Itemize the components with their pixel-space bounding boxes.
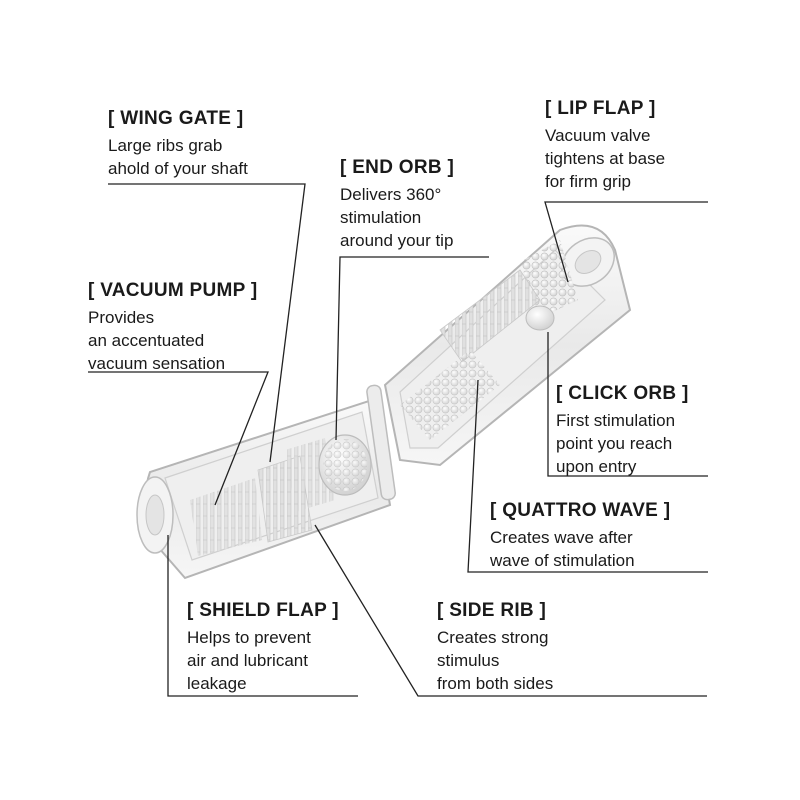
end-orb: [318, 434, 372, 496]
quattro-wave-line: wave of stimulation: [490, 551, 635, 570]
leader-lip-flap: [544, 201, 708, 283]
lip-flap-title: [ LIP FLAP ]: [545, 98, 656, 119]
vacuum-pump-line: vacuum sensation: [88, 354, 226, 373]
shield-flap-title: [ SHIELD FLAP ]: [187, 600, 339, 621]
end-orb-desc: Delivers 360° stimulation around your ti…: [340, 183, 454, 252]
click-orb: [525, 305, 555, 331]
callout-vacuum-pump: [ VACUUM PUMP ] Provides an accentuated …: [88, 280, 258, 375]
side-rib-title: [ SIDE RIB ]: [437, 600, 547, 621]
quattro-wave-desc: Creates wave after wave of stimulation: [490, 526, 670, 572]
lip-flap-line: for firm grip: [545, 172, 631, 191]
callout-wing-gate: [ WING GATE ] Large ribs grab ahold of y…: [108, 108, 248, 180]
end-orb-title: [ END ORB ]: [340, 157, 455, 178]
vacuum-pump-line: an accentuated: [88, 331, 205, 350]
quattro-wave-title: [ QUATTRO WAVE ]: [490, 500, 671, 521]
shield-flap-desc: Helps to prevent air and lubricant leaka…: [187, 626, 339, 695]
vacuum-pump-line: Provides: [88, 308, 155, 327]
click-orb-title: [ CLICK ORB ]: [556, 383, 689, 404]
side-rib-line: stimulus: [437, 651, 500, 670]
leader-side-rib: [314, 524, 707, 697]
lip-flap-desc: Vacuum valve tightens at base for firm g…: [545, 124, 665, 193]
click-orb-desc: First stimulation point you reach upon e…: [556, 409, 689, 478]
side-rib-desc: Creates strong stimulus from both sides: [437, 626, 553, 695]
end-orb-line: Delivers 360°: [340, 185, 442, 204]
leader-quattro-wave: [467, 379, 708, 573]
leader-vacuum-pump: [88, 371, 269, 506]
callout-end-orb: [ END ORB ] Delivers 360° stimulation ar…: [340, 157, 454, 252]
quattro-wave-ribs: [439, 269, 541, 363]
side-rib-line: Creates strong: [437, 628, 549, 647]
wing-gate-line: Large ribs grab: [108, 136, 223, 155]
vacuum-pump-title: [ VACUUM PUMP ]: [88, 280, 258, 301]
callout-lip-flap: [ LIP FLAP ] Vacuum valve tightens at ba…: [545, 98, 665, 193]
click-orb-line: point you reach: [556, 434, 673, 453]
end-orb-line: stimulation: [340, 208, 422, 227]
leader-wing-gate: [108, 183, 306, 463]
shield-flap-line: air and lubricant: [187, 651, 308, 670]
leader-end-orb: [335, 256, 489, 441]
shield-flap-line: leakage: [187, 674, 247, 693]
inner-bead-cluster: [400, 350, 500, 440]
leader-lines: [88, 183, 708, 697]
leader-shield-flap: [167, 535, 358, 697]
lip-flap-line: tightens at base: [545, 149, 666, 168]
click-orb-line: First stimulation: [556, 411, 676, 430]
quattro-wave-line: Creates wave after: [490, 528, 633, 547]
vacuum-pump-desc: Provides an accentuated vacuum sensation: [88, 306, 258, 375]
callout-click-orb: [ CLICK ORB ] First stimulation point yo…: [556, 383, 689, 478]
lip-flap-line: Vacuum valve: [545, 126, 651, 145]
wing-gate-title: [ WING GATE ]: [108, 108, 244, 129]
callout-shield-flap: [ SHIELD FLAP ] Helps to prevent air and…: [187, 600, 339, 695]
shield-flap-line: Helps to prevent: [187, 628, 311, 647]
callout-quattro-wave: [ QUATTRO WAVE ] Creates wave after wave…: [490, 500, 670, 572]
hinge: [366, 384, 396, 501]
callout-side-rib: [ SIDE RIB ] Creates strong stimulus fro…: [437, 600, 553, 695]
wing-gate-line: ahold of your shaft: [108, 159, 248, 178]
end-orb-line: around your tip: [340, 231, 454, 250]
side-rib-line: from both sides: [437, 674, 554, 693]
click-orb-line: upon entry: [556, 457, 637, 476]
vacuum-pump-region: [190, 478, 262, 556]
leader-click-orb: [547, 332, 708, 477]
wing-gate-desc: Large ribs grab ahold of your shaft: [108, 134, 248, 180]
